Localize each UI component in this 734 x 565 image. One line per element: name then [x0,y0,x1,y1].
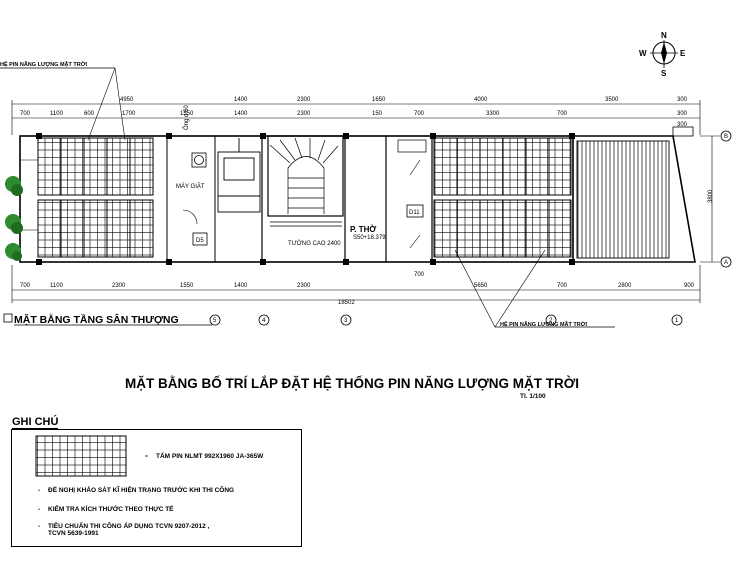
dim-top-inner-7: 2300 [297,111,311,117]
structural-columns [36,133,575,265]
legend-bullet-1: - [38,487,41,494]
legend-note-1: ĐỀ NGHỊ KHẢO SÁT KĨ HIỆN TRẠNG TRƯỚC KHI… [48,487,235,494]
dim-top-inner-12: 300 [677,111,688,117]
washing-machine-label: MÁY GIẶT [176,183,205,190]
legend-box [11,429,302,547]
compass-w: W [639,49,647,58]
dim-top-outer-3: 2300 [297,97,311,103]
panel-callout-top: HỆ PIN NĂNG LƯỢNG MẶT TRỜI [0,60,126,141]
legend-heading: GHI CHÚ [12,416,59,429]
prayer-room-level: S50+18.379 [353,235,386,241]
dim-top-inner-1: 700 [20,111,31,117]
dimension-lines-bottom [11,265,701,303]
panel-system-label-right: HỆ PIN NĂNG LƯỢNG MẶT TRỜI [500,320,587,328]
dim-bottom-10: 900 [684,283,695,289]
tree-icons [5,176,23,261]
axis-a: A [724,260,728,266]
scale-label: Tl. 1/100 [520,393,546,400]
compass-s: S [661,69,667,78]
dim-top-inner-2: 1100 [50,111,64,117]
dim-top-inner-5: 1550 [180,111,194,117]
legend-note-2: KIỂM TRA KÍCH THƯỚC THEO THỰC TẾ [48,506,174,513]
dim-top-inner-11: 700 [557,111,568,117]
panel-callout-bottom: HỆ PIN NĂNG LƯỢNG MẶT TRỜI [454,249,615,328]
dim-top-outer-4: 1650 [372,97,386,103]
dim-bottom-2: 1100 [50,283,64,289]
axis-labels-bottom: 5 4 3 2 1 [213,318,679,324]
legend-note-3: TIÊU CHUẨN THI CÔNG ÁP DỤNG TCVN 9207-20… [48,523,210,537]
axis-markers-right: B A 3800 [700,130,732,268]
dim-top-outer-6: 3500 [605,97,619,103]
water-tank-block [217,138,261,213]
water-pipe-label: Ống d 60 [183,105,190,130]
axis-markers-bottom [209,314,683,326]
axis-4: 4 [262,318,266,324]
compass-n: N [661,31,667,40]
legend-bullet-2: - [38,506,41,513]
legend-bullet-3: - [38,523,41,530]
roof-plan-title: MẶT BẰNG TẦNG SÂN THƯỢNG [14,313,179,326]
dim-corridor-700: 700 [414,272,425,278]
corrugated-roof [576,140,670,259]
dim-bottom-1: 700 [20,283,31,289]
dim-top-outer-5: 4000 [474,97,488,103]
dim-top-inner-6: 1400 [234,111,248,117]
axis-5: 5 [213,318,217,324]
dim-bottom-7: 5650 [474,283,488,289]
compass-e: E [680,49,686,58]
legend-panel-sample [35,435,127,477]
dimension-text-bottom: 700 1100 2300 1550 1400 2300 5650 700 28… [20,272,695,306]
utility-area: Ống d 60 MÁY GIẶT D5 [166,105,216,263]
main-title: MẶT BẰNG BỐ TRÍ LẮP ĐẶT HỆ THỐNG PIN NĂN… [125,376,579,391]
dim-top-inner-9: 700 [414,111,425,117]
prayer-room: P. THỜ S50+18.379 [350,225,386,241]
axis-1: 1 [675,318,679,324]
axis-2: 2 [549,318,553,324]
dim-bottom-4: 1550 [180,283,194,289]
stair-wall-label: TƯỜNG CAO 2400 [288,240,341,247]
dimension-text-top-inner: 700 1100 600 1700 1550 1400 2300 150 700… [20,111,688,128]
corridor-d11: D11 [397,139,427,249]
dim-bottom-9: 2800 [618,283,632,289]
dim-depth: 3800 [708,189,714,203]
legend-panel-desc: TẤM PIN NLMT 992X1960 JA-365W [156,453,264,460]
panel-system-label-top: HỆ PIN NĂNG LƯỢNG MẶT TRỜI [0,60,87,68]
dim-bottom-6: 2300 [297,283,311,289]
compass: N S E W [639,31,686,78]
solar-panels-left [20,137,154,258]
dim-top-outer-7: 300 [677,97,688,103]
dim-total: 18502 [338,300,355,306]
dimension-text-top-outer: 4950 1400 2300 1650 4000 3500 300 [120,97,688,103]
dim-top-inner-13: 300 [677,122,688,128]
dim-top-outer-2: 1400 [234,97,248,103]
axis-3: 3 [344,318,348,324]
solar-panels-right [433,137,572,258]
dim-top-inner-4: 1700 [122,111,136,117]
prayer-room-label: P. THỜ [350,225,376,234]
dim-top-inner-8: 150 [372,111,383,117]
dim-top-outer-1: 4950 [120,97,134,103]
dim-bottom-8: 700 [557,283,568,289]
door-d11-label: D11 [409,210,420,216]
dim-top-inner-10: 3300 [486,111,500,117]
axis-b: B [724,134,728,140]
dim-bottom-3: 2300 [112,283,126,289]
dim-top-inner-3: 600 [84,111,95,117]
staircase [267,135,344,227]
interior-walls [261,136,433,262]
dimension-lines-top [11,100,701,135]
door-d5-label: D5 [196,238,204,244]
dim-bottom-5: 1400 [234,283,248,289]
